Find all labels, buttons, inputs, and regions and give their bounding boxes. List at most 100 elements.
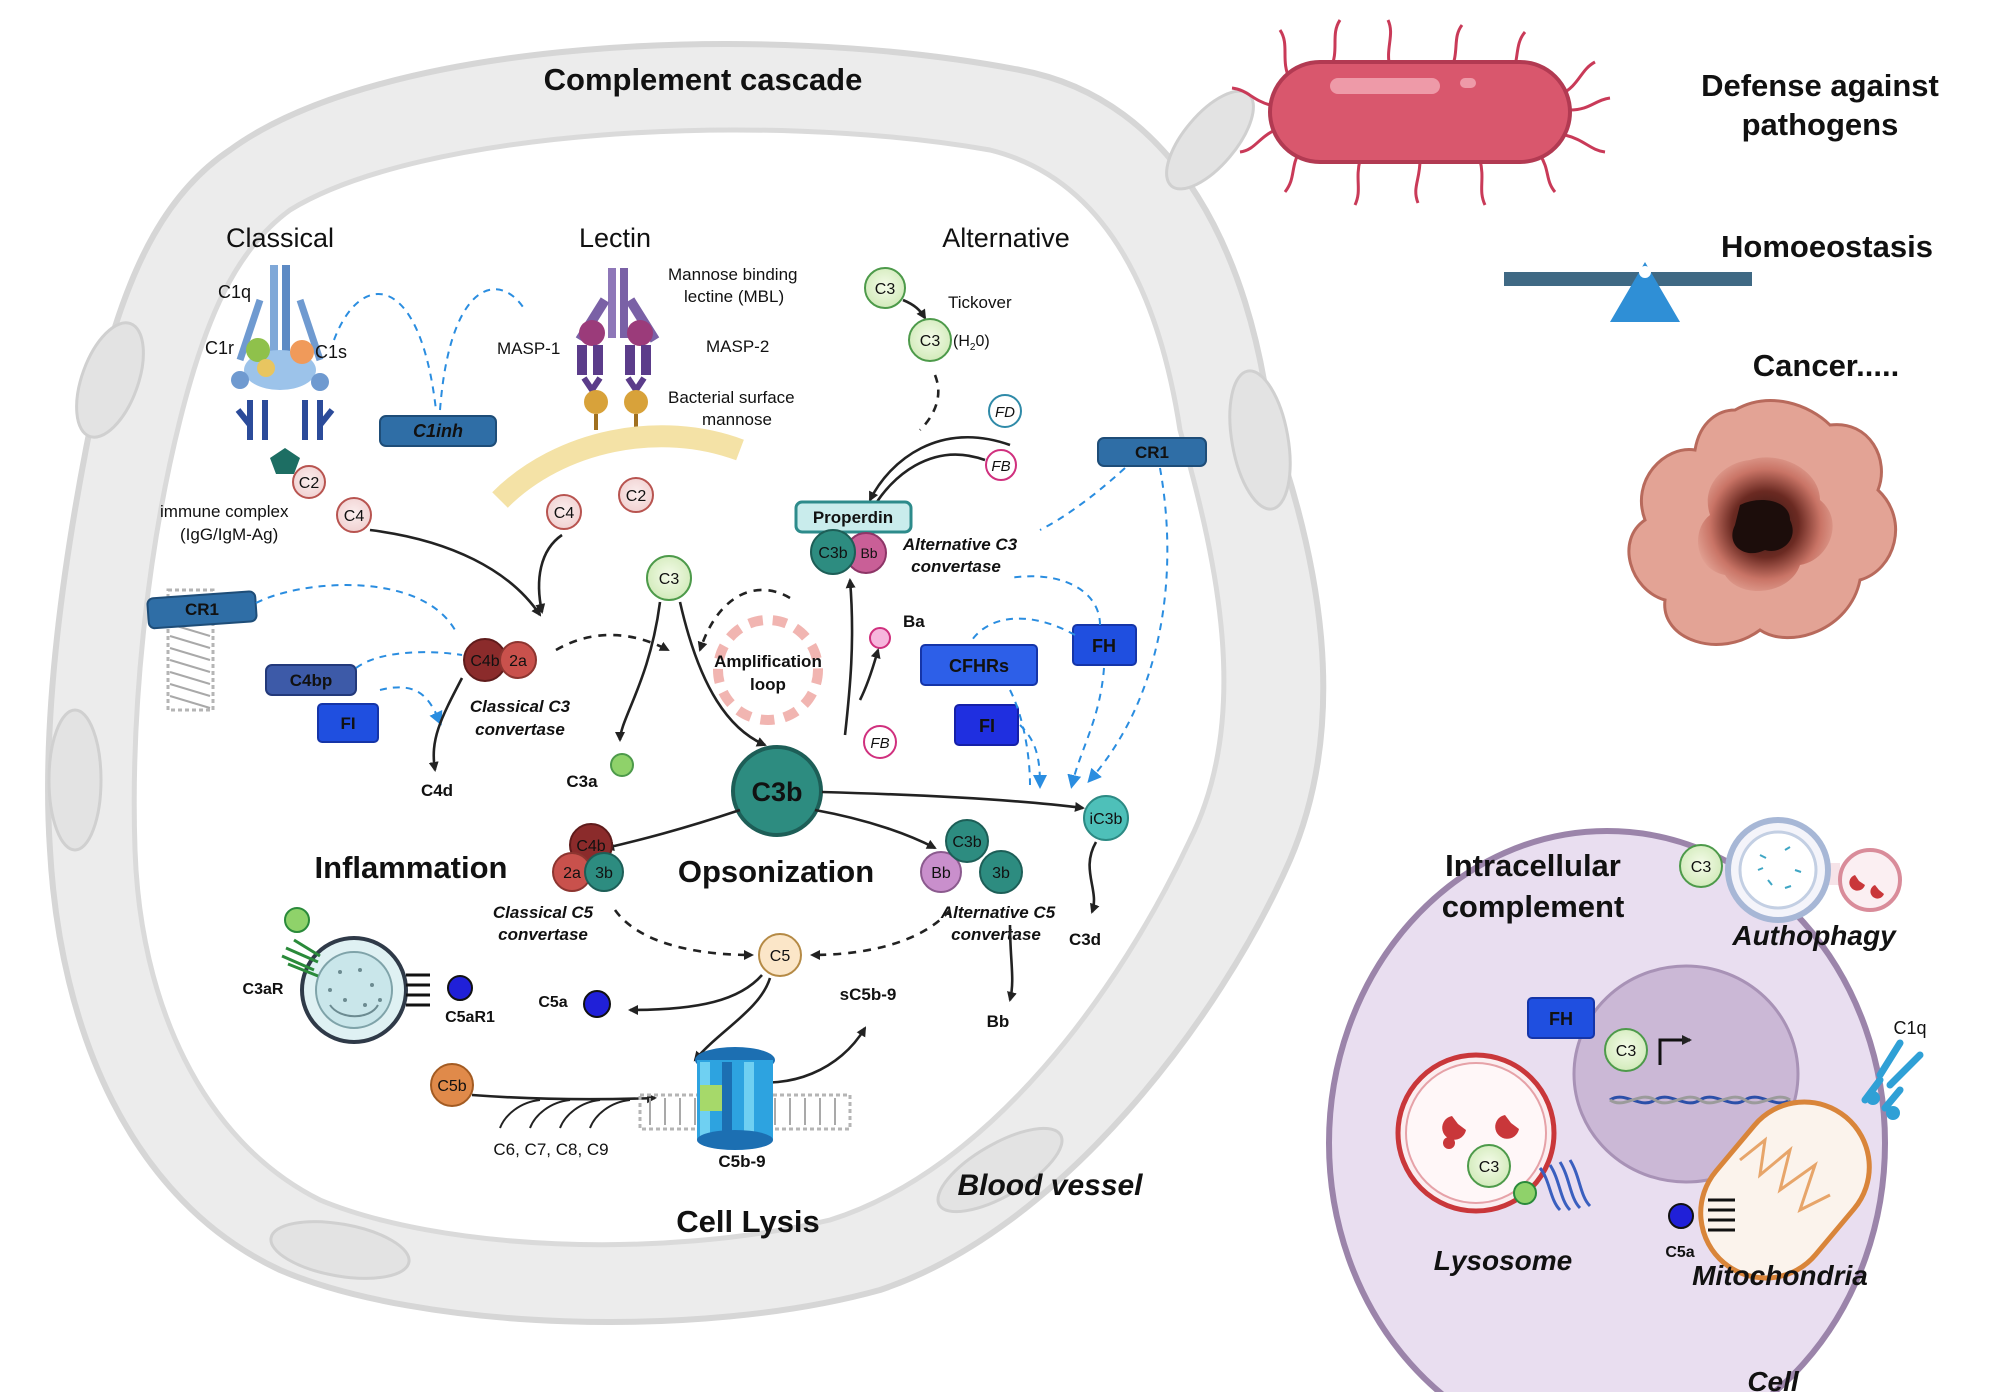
label-defense: Defense against bbox=[1701, 68, 1939, 103]
c5b-to-mac-arrow bbox=[471, 1093, 657, 1104]
label-alt-c5-convertase-2: convertase bbox=[951, 925, 1041, 944]
label-h2o-open: (H bbox=[953, 333, 970, 350]
label-c3b-main: C3b bbox=[751, 777, 802, 807]
label-complement: complement bbox=[1442, 889, 1625, 924]
label-alt-c5-convertase: Alternative C5 bbox=[940, 903, 1056, 922]
cl-3b-node bbox=[584, 852, 624, 892]
label-c3d: C3d bbox=[1069, 930, 1101, 949]
c3b-to-classical-c5-arrow bbox=[604, 808, 741, 852]
mitochondria-icon bbox=[1698, 1039, 1924, 1281]
label-c5b: C5b bbox=[437, 1078, 466, 1095]
c6-c9-lines bbox=[499, 1099, 631, 1129]
label-c1r: C1r bbox=[205, 338, 234, 358]
label-blood-vessel: Blood vessel bbox=[957, 1169, 1143, 1202]
c5-node bbox=[758, 933, 802, 977]
title-lectin: Lectin bbox=[579, 223, 651, 253]
label-alt-c3-convertase-2: convertase bbox=[911, 557, 1001, 576]
label-c3-autophagy: C3 bbox=[1691, 859, 1712, 876]
label-properdin: Properdin bbox=[813, 508, 893, 527]
fi-alt-box bbox=[954, 704, 1019, 746]
label-ic3b: iC3b bbox=[1090, 811, 1123, 828]
label-mbl: Mannose binding bbox=[668, 265, 797, 284]
c3-to-c3b-arrow bbox=[678, 601, 767, 747]
lectin-to-convertase-arrow bbox=[535, 533, 563, 614]
c3a-node bbox=[610, 753, 634, 777]
dna-icon bbox=[1609, 1035, 1791, 1105]
title-complement-cascade: Complement cascade bbox=[544, 62, 863, 97]
label-bacterial-surface: Bacterial surface bbox=[668, 388, 795, 407]
label-ba: Ba bbox=[903, 612, 925, 631]
ic3b-to-c3d-arrow bbox=[1088, 841, 1100, 914]
label-2a: 2a bbox=[509, 653, 527, 670]
c3h2o-dash-line bbox=[919, 374, 940, 431]
c4-to-convertase-arrow bbox=[369, 528, 542, 617]
label-cell: Cell bbox=[1747, 1366, 1800, 1392]
label-c3-alt: C3 bbox=[875, 281, 896, 298]
c3-tickover-arrow bbox=[902, 298, 927, 320]
label-homoeostasis: Homoeostasis bbox=[1721, 229, 1933, 264]
bacterium-icon bbox=[1231, 19, 1611, 206]
label-tickover: Tickover bbox=[948, 293, 1012, 312]
alt-bb-node bbox=[920, 851, 962, 893]
label-fi-alt: FI bbox=[979, 716, 995, 736]
fh-alt-box bbox=[1072, 624, 1137, 666]
c3-nucleus-node bbox=[1604, 1028, 1648, 1072]
mbl-lectin-icon bbox=[575, 268, 660, 430]
label-c3a: C3a bbox=[566, 772, 598, 791]
c5-to-c5a-arrow bbox=[628, 974, 763, 1015]
label-c5b9: C5b-9 bbox=[718, 1152, 765, 1171]
c3-alt-node bbox=[864, 267, 906, 309]
title-alternative: Alternative bbox=[942, 223, 1070, 253]
fb-node bbox=[985, 449, 1017, 481]
label-fh-alt: FH bbox=[1092, 636, 1116, 656]
balance-scale-icon bbox=[1504, 262, 1752, 322]
cfhrs-box bbox=[920, 644, 1038, 686]
2a-node bbox=[499, 641, 537, 679]
label-c3-center: C3 bbox=[659, 571, 680, 588]
c1inh-to-masp-line bbox=[439, 288, 526, 411]
label-c4-lectin: C4 bbox=[554, 505, 575, 522]
label-c3ar: C3aR bbox=[243, 981, 284, 998]
fb-to-properdin-line bbox=[873, 453, 986, 506]
bacterial-surface-icon bbox=[492, 425, 744, 508]
label-amplification: Amplification bbox=[714, 652, 822, 671]
ic3b-node bbox=[1083, 795, 1129, 841]
label-c4d: C4d bbox=[421, 781, 453, 800]
label-inflammation: Inflammation bbox=[315, 850, 508, 885]
alt-c5-to-bb-arrow bbox=[1007, 924, 1017, 1002]
label-c1inh: C1inh bbox=[413, 421, 463, 441]
fi-classical-box bbox=[317, 703, 379, 743]
label-fi-classical: FI bbox=[340, 714, 355, 733]
label-c4bp: C4bp bbox=[290, 671, 333, 690]
c1inh-to-c1s-line bbox=[333, 293, 437, 411]
label-c5ar1: C5aR1 bbox=[445, 1009, 495, 1026]
c4b-to-c4d-arrow bbox=[428, 677, 464, 772]
label-cr1-classical: CR1 bbox=[185, 600, 219, 619]
label-classical-c3-convertase-2: convertase bbox=[475, 720, 565, 739]
label-immune-complex: immune complex bbox=[160, 502, 289, 521]
c3b-alt-node bbox=[810, 529, 856, 575]
label-cl-3b: 3b bbox=[595, 865, 613, 882]
label-alt-c3-convertase: Alternative C3 bbox=[902, 535, 1018, 554]
label-c3b-alt: C3b bbox=[818, 545, 847, 562]
label-mbl-2: lectine (MBL) bbox=[684, 287, 784, 306]
amplification-loop-ring bbox=[713, 615, 823, 725]
label-opsonization: Opsonization bbox=[678, 854, 874, 889]
cr1-classical-box bbox=[146, 590, 258, 630]
c3b-main-node bbox=[731, 745, 823, 837]
fi-to-c4b-arrow bbox=[379, 686, 443, 726]
classical-c5-to-c5-arrow bbox=[613, 909, 754, 960]
cr1-to-convertase-line bbox=[1039, 467, 1126, 531]
label-pathogens: pathogens bbox=[1742, 107, 1899, 142]
label-cfhrs: CFHRs bbox=[949, 656, 1009, 676]
alt-c3b-node bbox=[945, 819, 989, 863]
label-masp2: MASP-2 bbox=[706, 337, 769, 356]
label-c2-lectin: C2 bbox=[626, 488, 647, 505]
fb-to-ba-arrow bbox=[858, 648, 881, 701]
alt-3b-node bbox=[979, 850, 1023, 894]
c4-lectin-node bbox=[546, 494, 582, 530]
label-c1q: C1q bbox=[218, 282, 251, 302]
label-h2o: (H20) bbox=[953, 333, 990, 353]
c3-autophagy-node bbox=[1679, 844, 1723, 888]
